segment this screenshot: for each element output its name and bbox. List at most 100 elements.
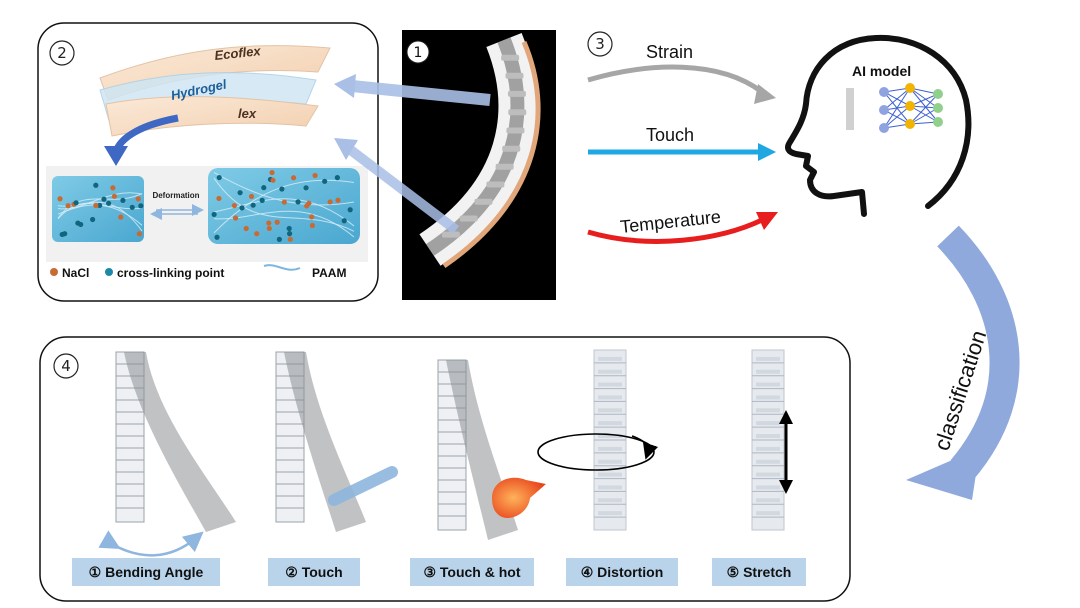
finger-model-bent bbox=[115, 351, 236, 532]
panel3-number-badge bbox=[587, 31, 613, 57]
crosslink-dot bbox=[214, 234, 220, 240]
nn-edge bbox=[883, 105, 911, 129]
nacl-dot bbox=[312, 172, 318, 179]
nn-node bbox=[933, 89, 943, 99]
nn-edge bbox=[883, 87, 911, 129]
mode-label-bg bbox=[268, 558, 360, 586]
sensor-segment bbox=[474, 198, 493, 205]
nacl-dot bbox=[335, 197, 341, 203]
nn-edge bbox=[883, 87, 911, 111]
panel2-number: 2 bbox=[57, 44, 67, 62]
head-outline bbox=[785, 34, 972, 217]
finger-model-bent bbox=[275, 351, 366, 532]
crosslink-dot bbox=[259, 197, 265, 203]
crosslink-legend-label: cross-linking point bbox=[117, 266, 224, 280]
mode-label-bg bbox=[712, 558, 806, 586]
nacl-dot bbox=[254, 231, 260, 237]
nn-edge bbox=[909, 93, 939, 107]
hot-flame-icon bbox=[492, 477, 546, 518]
crosslink-dot bbox=[97, 202, 103, 209]
crosslink-dot bbox=[239, 205, 245, 211]
crosslink-dot bbox=[138, 203, 144, 209]
layered-sensor-illustration: Ecoflex Hydrogel lex bbox=[99, 43, 331, 137]
panel4-number: 4 bbox=[61, 357, 71, 375]
crosslink-dot bbox=[347, 207, 353, 213]
panel-photo: 1 bbox=[402, 30, 556, 300]
nacl-dot bbox=[65, 203, 71, 209]
nn-node bbox=[879, 123, 889, 133]
sensor-segment bbox=[507, 90, 526, 97]
panel4-number-badge bbox=[53, 353, 79, 379]
touch-label: Touch bbox=[646, 125, 694, 145]
nacl-dot bbox=[216, 195, 222, 202]
paam-chain bbox=[57, 193, 143, 219]
crosslink-dot bbox=[279, 186, 285, 192]
nacl-dot bbox=[306, 200, 312, 206]
panel1-number-badge bbox=[406, 40, 430, 64]
crosslink-dot bbox=[322, 178, 328, 184]
nn-node bbox=[933, 103, 943, 113]
crosslink-dot bbox=[90, 216, 96, 223]
temperature-label: Temperature bbox=[619, 207, 722, 237]
mode-label: ① Bending Angle bbox=[89, 564, 204, 580]
crosslink-dot bbox=[120, 197, 126, 203]
network-stretched bbox=[208, 168, 360, 244]
nacl-dot bbox=[231, 202, 237, 209]
ecoflex-bottom-label: lex bbox=[238, 106, 257, 121]
crosslink-dot bbox=[303, 185, 309, 191]
sensor-segment bbox=[459, 215, 478, 222]
nacl-dot bbox=[269, 169, 275, 176]
sensor-segments bbox=[441, 54, 527, 238]
paam-chain bbox=[57, 192, 143, 210]
crosslink-dot bbox=[93, 182, 99, 188]
neural-network-icon bbox=[879, 83, 943, 133]
nn-edge bbox=[909, 93, 939, 125]
pointer-arrow-bottom-head bbox=[334, 138, 358, 160]
crosslink-dot bbox=[78, 221, 84, 228]
nn-edge bbox=[909, 87, 939, 123]
sensor-segment bbox=[502, 145, 521, 152]
mode-label-bg bbox=[72, 558, 220, 586]
crosslink-dot bbox=[73, 200, 79, 206]
sensor-skin bbox=[442, 41, 541, 269]
panel3-number: 3 bbox=[595, 35, 605, 53]
nacl-dot bbox=[287, 236, 293, 242]
crosslink-dot bbox=[286, 231, 293, 237]
pointer-arrow-top-head bbox=[334, 74, 356, 98]
mode-label-bg bbox=[410, 558, 534, 586]
temperature-arrow bbox=[587, 217, 764, 244]
nn-node bbox=[905, 83, 915, 93]
crosslink-dot bbox=[261, 185, 267, 191]
crosslink-dot bbox=[129, 204, 135, 210]
nn-node bbox=[933, 117, 943, 127]
nacl-dot bbox=[274, 219, 280, 225]
mode-label: ⑤ Stretch bbox=[727, 564, 792, 580]
nacl-dot bbox=[290, 175, 297, 181]
deformation-label: Deformation bbox=[152, 191, 199, 200]
crosslink-dot bbox=[334, 175, 340, 181]
bending-angle-arrow bbox=[98, 530, 204, 557]
crosslink-dot bbox=[250, 202, 256, 208]
nacl-dot bbox=[309, 214, 315, 220]
mode-label: ④ Distortion bbox=[581, 564, 664, 580]
crosslink-dot bbox=[211, 211, 217, 218]
sensor-segment bbox=[505, 72, 524, 79]
finger-model bbox=[593, 349, 627, 531]
ai-model-head: AI model bbox=[785, 34, 972, 217]
nacl-dot bbox=[57, 196, 63, 202]
nacl-dot bbox=[111, 193, 118, 199]
touch-probe bbox=[328, 466, 398, 506]
paam-chain bbox=[213, 179, 355, 234]
paam-legend-label: PAAM bbox=[312, 266, 346, 280]
nn-input-bar bbox=[846, 88, 854, 130]
nn-node bbox=[879, 105, 889, 115]
nacl-dot bbox=[135, 196, 141, 202]
nn-node bbox=[905, 101, 915, 111]
network-compressed bbox=[52, 176, 144, 242]
paam-chain bbox=[213, 177, 355, 232]
strain-arrow bbox=[587, 64, 764, 94]
panel2-number-badge bbox=[49, 40, 75, 66]
nn-node bbox=[879, 87, 889, 97]
